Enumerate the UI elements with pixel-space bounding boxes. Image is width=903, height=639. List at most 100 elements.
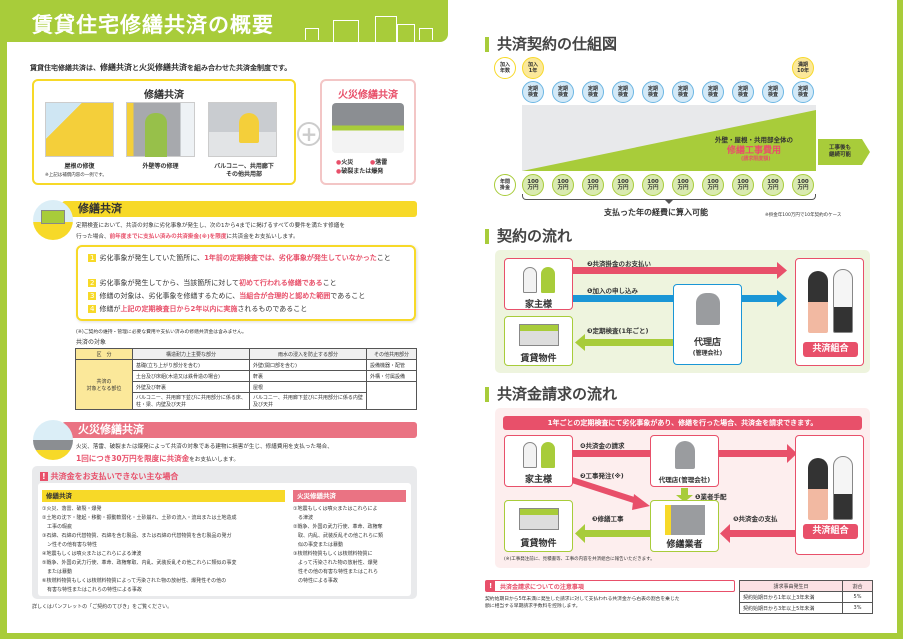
table-row: 共済の 対象となる部位基礎(立ち上がり部分を含む)外壁(開口部を含む)設備機器・… (75, 359, 417, 410)
exclusion-item: 取、内乱、武装反乱その他これらに類 (293, 533, 384, 539)
fire-item-explosion: ●破裂または爆発 (336, 168, 384, 175)
step1-label: ❶加入の申し込み (587, 287, 639, 295)
owner-box: 家主様 (504, 258, 573, 310)
left-border (0, 0, 7, 639)
roof-repair-image (45, 102, 114, 157)
union-staff-icon (833, 456, 853, 520)
year-label-circle: 加入 年数 (494, 57, 516, 79)
table-header: 区 分 (75, 348, 133, 360)
claim-step3-label: ❸修繕工事 (592, 515, 624, 523)
table-header: その他共用部分 (366, 348, 417, 360)
table-cell: 5% (842, 591, 873, 603)
union-staff-icon (808, 458, 828, 520)
caption-roof: 屋根の修復 (64, 163, 95, 170)
exclusion-item: ②戦争、外国の武力行使、革命、政権奪 (293, 524, 383, 530)
town-illustration-icon (305, 14, 435, 42)
inspection-circle: 定期 検査 (792, 81, 814, 103)
repair-overview-box: 修繕共済 屋根の修復 外壁等の修理 バルコニー、共用廊下 その他共用部 ※上記は… (32, 79, 296, 185)
caption-balcony: バルコニー、共用廊下 (214, 163, 274, 170)
claim-note: (※)工事発注前に、見積書等、工事の内容を共済組合に報告いただきます。 (504, 557, 655, 562)
owner-label: 家主様 (524, 300, 552, 310)
scheme-diagram: 加入 年数 加入 1年 満期 10年 年間 掛金 外壁・屋根・共用部全体の 修繕… (0, 0, 903, 230)
apartment-icon (519, 324, 559, 346)
table-row: 外壁及び軒裏屋根 (76, 381, 417, 410)
inspection-circle: 定期 検査 (612, 81, 634, 103)
claim-notes-title: 共済金請求についての注意事項 (500, 584, 584, 591)
property-label: 賃貸物件 (520, 539, 557, 549)
exclusion-item: 性その他の有害な特性またはこれら (293, 569, 379, 575)
union-label: 共済組合 (803, 342, 858, 357)
exclusion-item: ⑤戦争、外国の武力行使、革命、政権奪取、内乱、武装反乱その他これらに類似の事変 (42, 560, 237, 566)
inspection-circle: 定期 検査 (582, 81, 604, 103)
premium-circle: 100 万円 (552, 174, 574, 196)
wall-repair-image (126, 102, 195, 157)
exclusion-item: 似の事変または暴動 (293, 542, 344, 548)
table-cell (366, 381, 417, 410)
apartment-icon (519, 508, 559, 530)
premium-circle: 100 万円 (762, 174, 784, 196)
table-cell: バルコニー、共用廊下並びに共用部分に係る内壁及び天井 (249, 392, 367, 410)
arrange-arrow (681, 488, 688, 496)
agent-sub-label: (管理会社) (692, 350, 723, 357)
claim-banner: 1年ごとの定期検査にて劣化事象があり、修繕を行った場合、共済金を請求できます。 (503, 416, 862, 430)
coverage-table: 区 分 構造耐力上主要な部分 雨水の浸入を防止する部分 その他共用部分 共済の … (75, 348, 417, 410)
area-text-1: 外壁・屋根・共用部全体の (715, 136, 793, 144)
claim-property-box: 賃貸物件 (504, 500, 573, 552)
contractor-box: 修繕業者 (650, 500, 719, 552)
table-cell: 3% (842, 602, 873, 614)
exclusions-box: !共済金をお支払いできない主な場合 修繕共済 火災修繕共済 ①火災、落雷、破裂・… (32, 466, 417, 599)
claim-flow-panel: 1年ごとの定期検査にて劣化事象があり、修繕を行った場合、共済金を請求できます。 … (495, 408, 870, 568)
exclusion-item: ③石綿、石綿の代替物質、石綿を含む製品、または石綿の代替物質を含む製品の発ガ (42, 533, 232, 539)
contractor-icon (665, 505, 705, 535)
table-cell: バルコニー、共用廊下並びに共用部分に係る床、柱・梁、内壁及び天井 (132, 392, 250, 410)
exclusion-item: よって汚染された物の放射性、爆発 (293, 560, 378, 566)
arrange-arrow-head (676, 495, 693, 502)
inspection-arrow (585, 339, 673, 346)
premium-label-circle: 年間 掛金 (494, 174, 516, 196)
exclusion-item: ④地震もしくは噴火またはこれらによる津波 (42, 551, 142, 557)
maturity-circle: 満期 10年 (792, 57, 814, 79)
area-text-3: (請求限度額) (741, 156, 771, 162)
exclusion-item: 有害な特性またはこれらの特性による事故 (42, 587, 142, 593)
area-text-2: 修繕工事費用 (727, 146, 782, 156)
exclusion-item: ②土地の沈下・隆起・移動・振動軟弱化・土砂崩れ、土砂の流入・流出または土地造成 (42, 515, 237, 521)
premium-circle: 100 万円 (732, 174, 754, 196)
table-cell: 基礎(立ち上がり部分を含む) (132, 359, 250, 371)
payment-arrow (730, 530, 795, 537)
continue-arrow (818, 139, 870, 165)
claim-step1-label: ❶業者手配 (695, 493, 727, 501)
property-label: 賃貸物件 (520, 354, 557, 364)
exclusions-fire-label: 火災修繕共済 (293, 490, 406, 502)
table-header: 割合 (842, 580, 873, 592)
agent-person-icon (696, 293, 720, 325)
exclusions-repair-label: 修繕共済 (42, 490, 285, 502)
exclusion-item: ⑥核燃料物質もしくは核燃料物質によって汚染された物の放射性、爆発性その他の (42, 578, 227, 584)
right-border (897, 0, 903, 639)
continue-text: 工事後も 継続可能 (828, 145, 851, 158)
exclusion-item: の特性による事故 (293, 578, 338, 584)
step2-label: ❷共済掛金のお支払い (587, 260, 652, 268)
claim-union-box: 共済組合 (795, 435, 864, 555)
scheme-title: 共済契約の仕組図 (485, 37, 617, 52)
premium-arrow-head (777, 262, 787, 279)
exclusions-title: !共済金をお支払いできない主な場合 (40, 472, 179, 481)
exclusion-item: ン性その他有害な特性 (42, 542, 98, 548)
table-cell: 土台及び床組(木造又は鉄骨造の場合) (132, 370, 250, 382)
exclusion-item: 工事の瑕疵 (42, 524, 73, 530)
fire-section-header: 火災修繕共済 (62, 422, 417, 438)
agent-label: 代理店 (693, 338, 721, 348)
first-year-circle: 加入 1年 (522, 57, 544, 79)
table-cell: 設備機器・配管 (366, 359, 417, 371)
fire-item-fire: ●火災 (336, 159, 354, 166)
fire-box-title: 火災修繕共済 (338, 90, 398, 101)
table-header: 構造耐力上主要な部分 (132, 348, 250, 360)
claim-flow-title: 共済金請求の流れ (485, 387, 617, 402)
premium-circle: 100 万円 (522, 174, 544, 196)
repair-section-header: 修繕共済 (62, 201, 417, 217)
